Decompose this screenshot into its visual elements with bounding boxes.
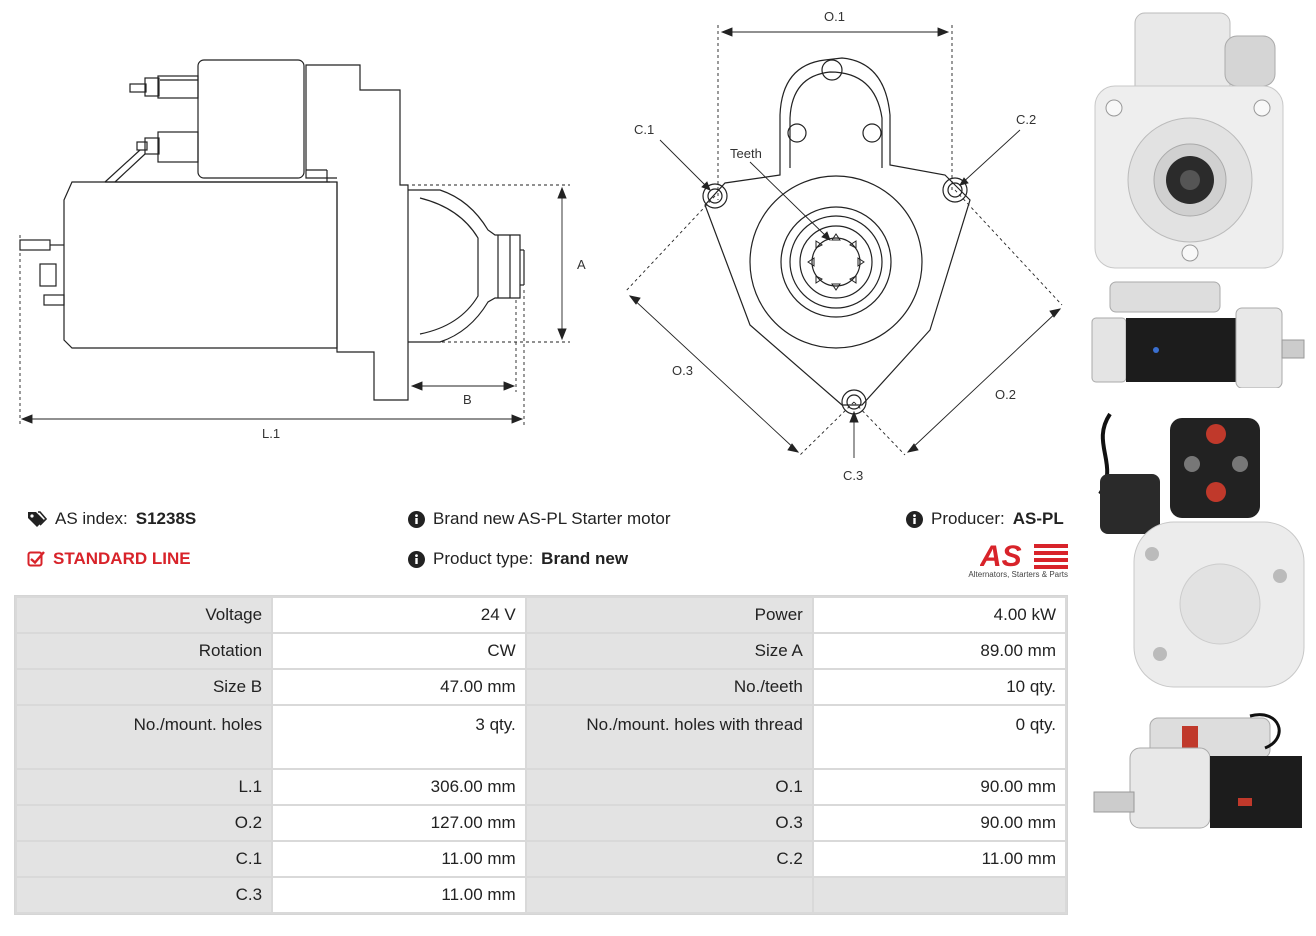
dim-label-c3: C.3 [843, 468, 863, 483]
dim-label-l1: L.1 [262, 426, 280, 441]
producer-label: Producer: [931, 509, 1005, 528]
spec-label: O.1 [526, 770, 812, 804]
info-circle-icon [906, 510, 923, 528]
dim-label-o2: O.2 [995, 387, 1016, 402]
dim-label-c2: C.2 [1016, 112, 1036, 127]
product-photo-angle[interactable] [1090, 708, 1306, 834]
product-type-row: Product type: Brand new [408, 549, 628, 569]
description-text: Brand new AS-PL Starter motor [433, 509, 671, 528]
spec-label: Size B [17, 670, 272, 704]
info-circle-icon [408, 510, 425, 528]
spec-value: 0 qty. [813, 706, 1065, 768]
spec-label [526, 878, 812, 912]
spec-value: 90.00 mm [813, 770, 1065, 804]
spec-label: Power [526, 598, 812, 632]
spec-label: No./teeth [526, 670, 812, 704]
spec-label: C.2 [526, 842, 812, 876]
product-photo-front[interactable] [1090, 8, 1290, 272]
product-photo-rear[interactable] [1090, 404, 1306, 690]
as-pl-logo[interactable]: AS Alternators, Starters & Parts [964, 540, 1068, 584]
side-view-drawing: A B L.1 [19, 59, 586, 441]
spec-value: 24 V [273, 598, 525, 632]
as-index-row: AS index: S1238S [27, 509, 196, 529]
spec-value: 47.00 mm [273, 670, 525, 704]
spec-label: C.1 [17, 842, 272, 876]
spec-value: 11.00 mm [273, 878, 525, 912]
spec-label: No./mount. holes [17, 706, 272, 768]
teeth-label: Teeth [730, 146, 762, 161]
dim-label-b: B [463, 392, 472, 407]
spec-value: 90.00 mm [813, 806, 1065, 840]
tags-icon [28, 511, 47, 527]
product-photo-side[interactable] [1090, 278, 1306, 389]
standard-line-label: STANDARD LINE [53, 549, 191, 568]
spec-value [813, 878, 1065, 912]
spec-label: C.3 [17, 878, 272, 912]
dim-label-o1: O.1 [824, 9, 845, 24]
producer-value: AS-PL [1012, 509, 1064, 528]
logo-tagline: Alternators, Starters & Parts [968, 570, 1068, 579]
dim-label-c1: C.1 [634, 122, 654, 137]
spec-label: Rotation [17, 634, 272, 668]
spec-label: Voltage [17, 598, 272, 632]
spec-label: No./mount. holes with thread [526, 706, 812, 768]
spec-value: CW [273, 634, 525, 668]
dim-label-o3: O.3 [672, 363, 693, 378]
spec-label: O.3 [526, 806, 812, 840]
spec-value: 127.00 mm [273, 806, 525, 840]
spec-label: L.1 [17, 770, 272, 804]
producer-row: Producer: AS-PL [906, 509, 1064, 529]
spec-value: 11.00 mm [273, 842, 525, 876]
spec-value: 10 qty. [813, 670, 1065, 704]
svg-text:AS: AS [980, 540, 1022, 570]
front-view-drawing: O.1 O.3 O.2 C.1 C.2 C.3 Teeth [624, 9, 1063, 483]
checkbox-icon [27, 551, 45, 567]
as-index-value: S1238S [135, 509, 197, 528]
dim-label-a: A [577, 257, 586, 272]
spec-value: 89.00 mm [813, 634, 1065, 668]
spec-label: O.2 [17, 806, 272, 840]
product-type-label: Product type: [433, 549, 534, 568]
product-type-value: Brand new [541, 549, 629, 568]
as-index-label: AS index: [55, 509, 128, 528]
info-circle-icon [408, 550, 425, 568]
spec-value: 306.00 mm [273, 770, 525, 804]
spec-value: 3 qty. [273, 706, 525, 768]
spec-label: Size A [526, 634, 812, 668]
description-row: Brand new AS-PL Starter motor [408, 509, 670, 529]
spec-value: 4.00 kW [813, 598, 1065, 632]
standard-line-row: STANDARD LINE [27, 549, 191, 569]
spec-value: 11.00 mm [813, 842, 1065, 876]
